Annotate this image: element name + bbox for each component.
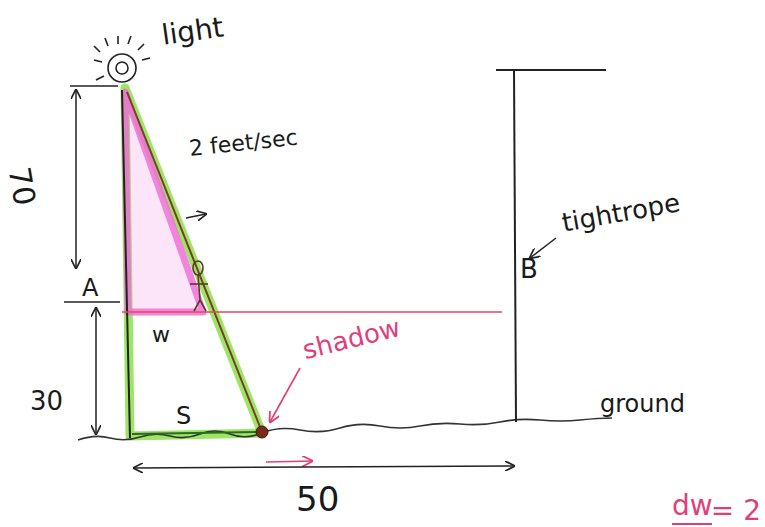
rate-label: dw (672, 492, 713, 520)
variable-label: w (152, 324, 170, 346)
point-label: B (520, 256, 538, 282)
ground-line (78, 418, 612, 440)
small-triangle (125, 92, 203, 312)
building-wall (514, 70, 516, 422)
s-segment (132, 432, 258, 434)
dimension-50 (134, 466, 514, 468)
building-roof (496, 69, 606, 71)
light-pole (122, 90, 130, 438)
dimension-label: 50 (296, 482, 339, 516)
tightrope-line (122, 311, 502, 313)
light-label: light (160, 13, 225, 49)
rate-label: = 2 (711, 497, 761, 525)
ground-label: ground (600, 392, 685, 416)
shadow-label: shadow (300, 314, 403, 363)
dimension-30 (95, 308, 97, 434)
dimension-label: 70 (3, 165, 39, 208)
sun-symbol (94, 36, 150, 82)
point-label: A (82, 276, 98, 300)
variable-label: S (176, 404, 191, 428)
dimension-70 (75, 90, 77, 268)
fraction-bar (672, 523, 712, 525)
tightrope-label: tightrope (560, 189, 682, 235)
leader-line (270, 368, 300, 422)
dimension-label: 30 (30, 388, 63, 414)
velocity-arrow (186, 214, 206, 218)
speed-label: 2 feet/sec (188, 127, 299, 160)
person-figure (190, 261, 208, 311)
shadow-dot (256, 426, 268, 438)
motion-arrow (266, 461, 312, 462)
leader-line (530, 238, 556, 258)
dimension-tick (64, 301, 120, 303)
dimension-tick (70, 85, 118, 87)
